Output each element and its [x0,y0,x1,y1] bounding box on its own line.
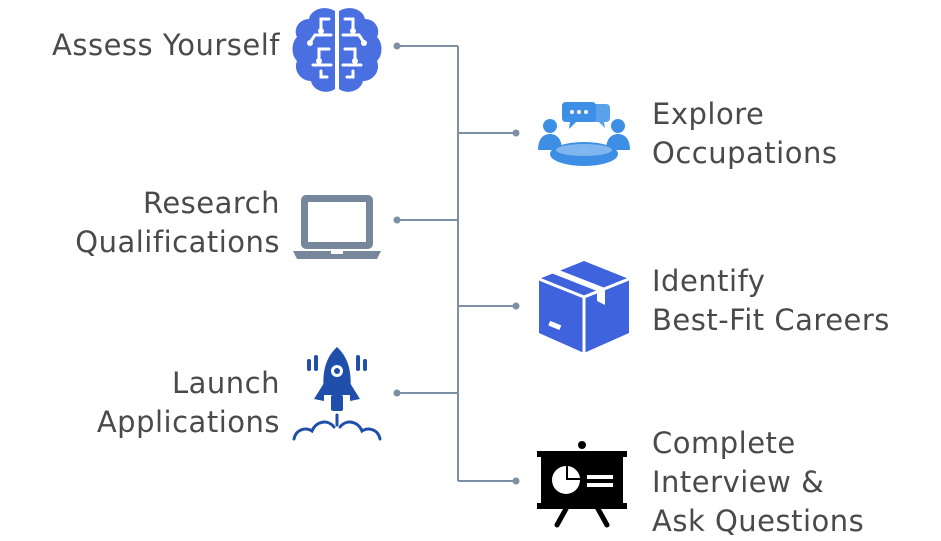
connector-dot [512,477,520,485]
step-label-line: Assess Yourself [52,28,280,62]
step-label-line: Research [142,186,280,220]
laptop-icon [293,195,381,259]
step-label-line: Best-Fit Careers [652,303,890,337]
step-launch-applications: Launch Applications [97,364,280,442]
brain-icon [292,8,382,92]
step-label-line: Launch [171,366,280,400]
step-label-line: Ask Questions [652,504,865,538]
step-assess-yourself: Assess Yourself [52,26,280,65]
step-label-line: Explore [652,97,765,131]
box-icon [538,261,630,353]
step-identify-careers: Identify Best-Fit Careers [652,262,890,340]
step-label-line: Identify [652,264,766,298]
connector-dot [512,129,520,137]
step-complete-interview: Complete Interview & Ask Questions [652,424,864,541]
meeting-icon [538,102,630,166]
step-explore-occupations: Explore Occupations [652,95,837,173]
rocket-icon [292,347,382,441]
step-research-qualifications: Research Qualifications [75,184,280,262]
step-label-line: Complete [652,426,796,460]
step-label-line: Applications [96,405,280,439]
step-label-line: Occupations [652,136,838,170]
connector-dot [512,302,520,310]
step-label-line: Qualifications [75,225,280,259]
connector-dot [393,216,401,224]
connector-dot [393,42,401,50]
presentation-board-icon [537,441,627,528]
step-label-line: Interview & [652,465,825,499]
connector-dot [393,389,401,397]
